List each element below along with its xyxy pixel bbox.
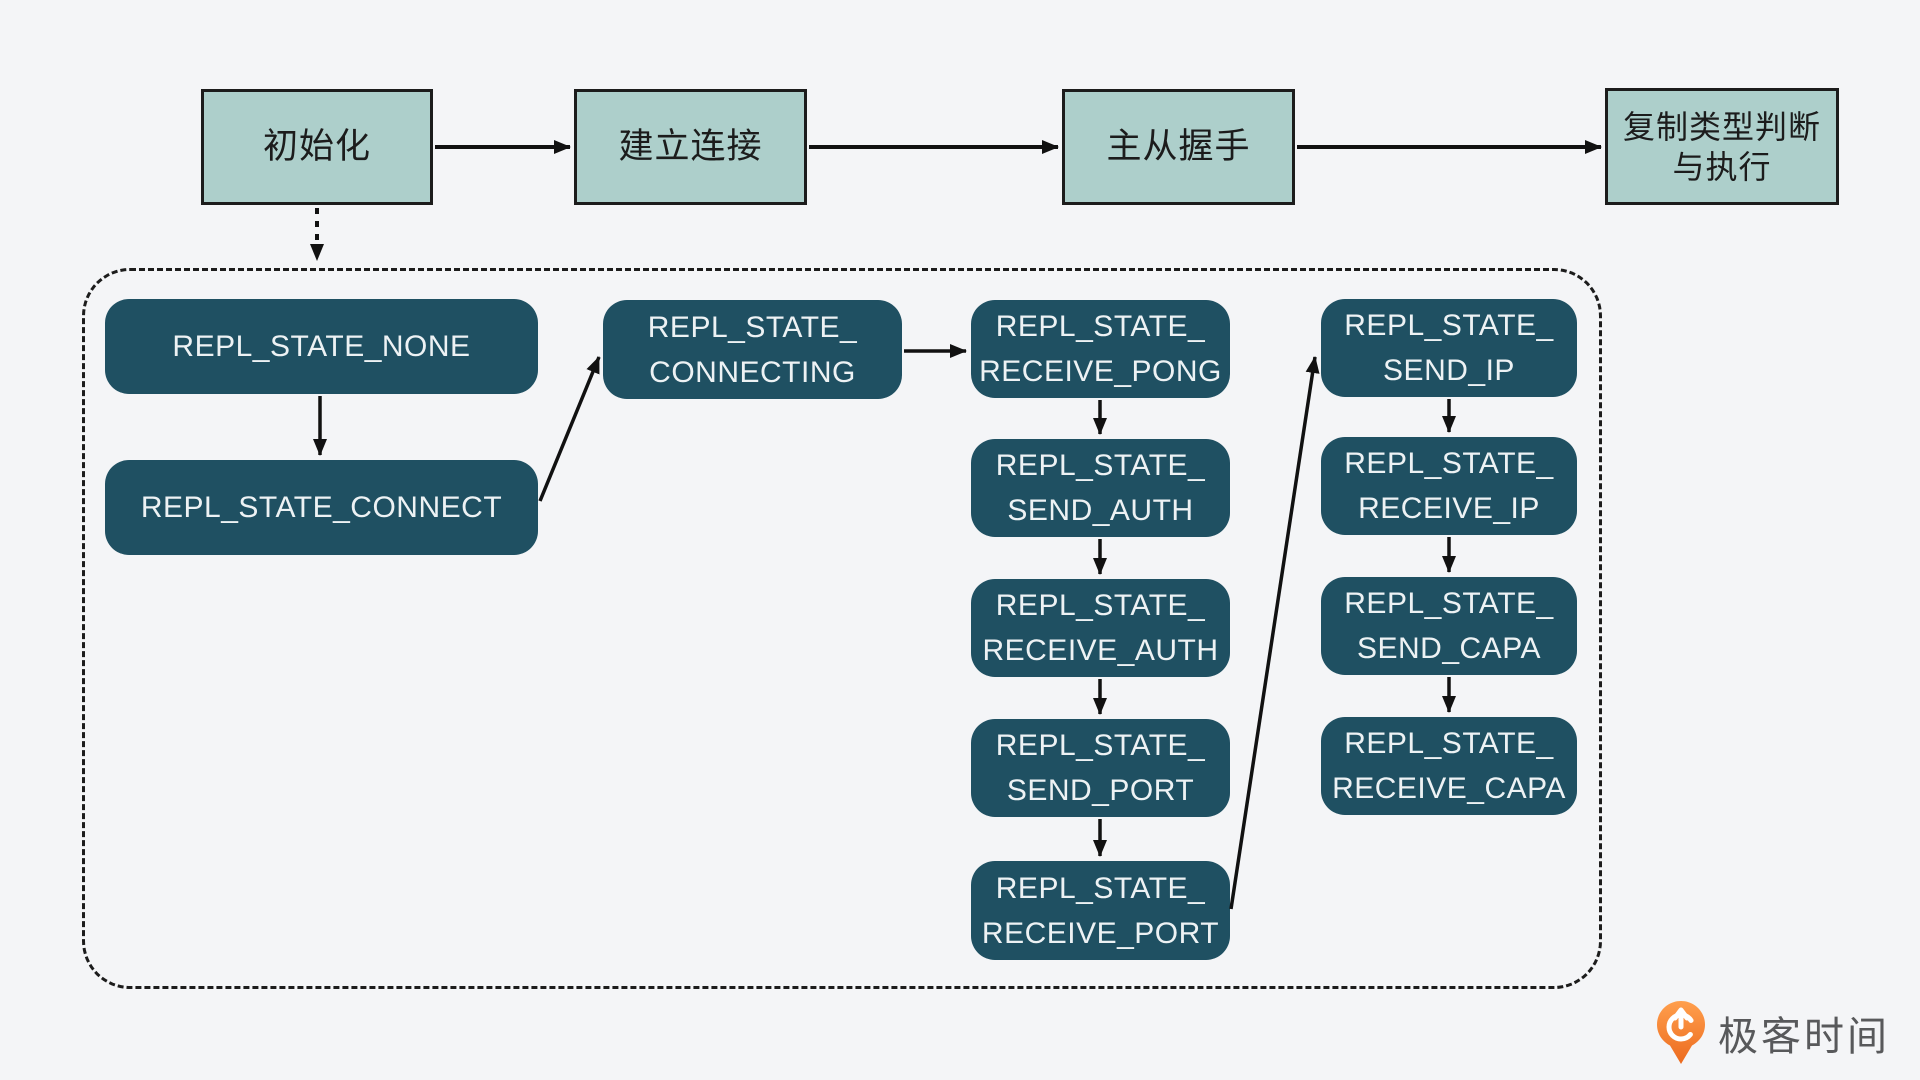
brand-footer: 极客时间	[1656, 1000, 1890, 1066]
state-node-repl-state-receive-auth: REPL_STATE_ RECEIVE_AUTH	[971, 579, 1230, 677]
state-node-repl-state-send-auth: REPL_STATE_ SEND_AUTH	[971, 439, 1230, 537]
state-node-repl-state-receive-port: REPL_STATE_ RECEIVE_PORT	[971, 861, 1230, 960]
brand-name: 极客时间	[1718, 1015, 1890, 1059]
state-node-repl-state-send-ip: REPL_STATE_ SEND_IP	[1321, 299, 1577, 397]
state-node-repl-state-receive-ip: REPL_STATE_ RECEIVE_IP	[1321, 437, 1577, 535]
state-node-repl-state-receive-capa: REPL_STATE_ RECEIVE_CAPA	[1321, 717, 1577, 815]
geektime-logo-icon	[1656, 1000, 1706, 1066]
state-node-repl-state-receive-pong: REPL_STATE_ RECEIVE_PONG	[971, 300, 1230, 398]
state-machine-container	[82, 268, 1602, 989]
state-node-repl-state-connecting: REPL_STATE_ CONNECTING	[603, 300, 902, 399]
state-node-repl-state-send-capa: REPL_STATE_ SEND_CAPA	[1321, 577, 1577, 675]
flow-node-establish-connection: 建立连接	[574, 89, 807, 205]
state-node-repl-state-connect: REPL_STATE_CONNECT	[105, 460, 538, 555]
flow-node-replication-type-execute: 复制类型判断 与执行	[1605, 88, 1839, 205]
flow-node-init: 初始化	[201, 89, 433, 205]
state-node-repl-state-none: REPL_STATE_NONE	[105, 299, 538, 394]
flow-node-master-slave-handshake: 主从握手	[1062, 89, 1295, 205]
state-node-repl-state-send-port: REPL_STATE_ SEND_PORT	[971, 719, 1230, 817]
